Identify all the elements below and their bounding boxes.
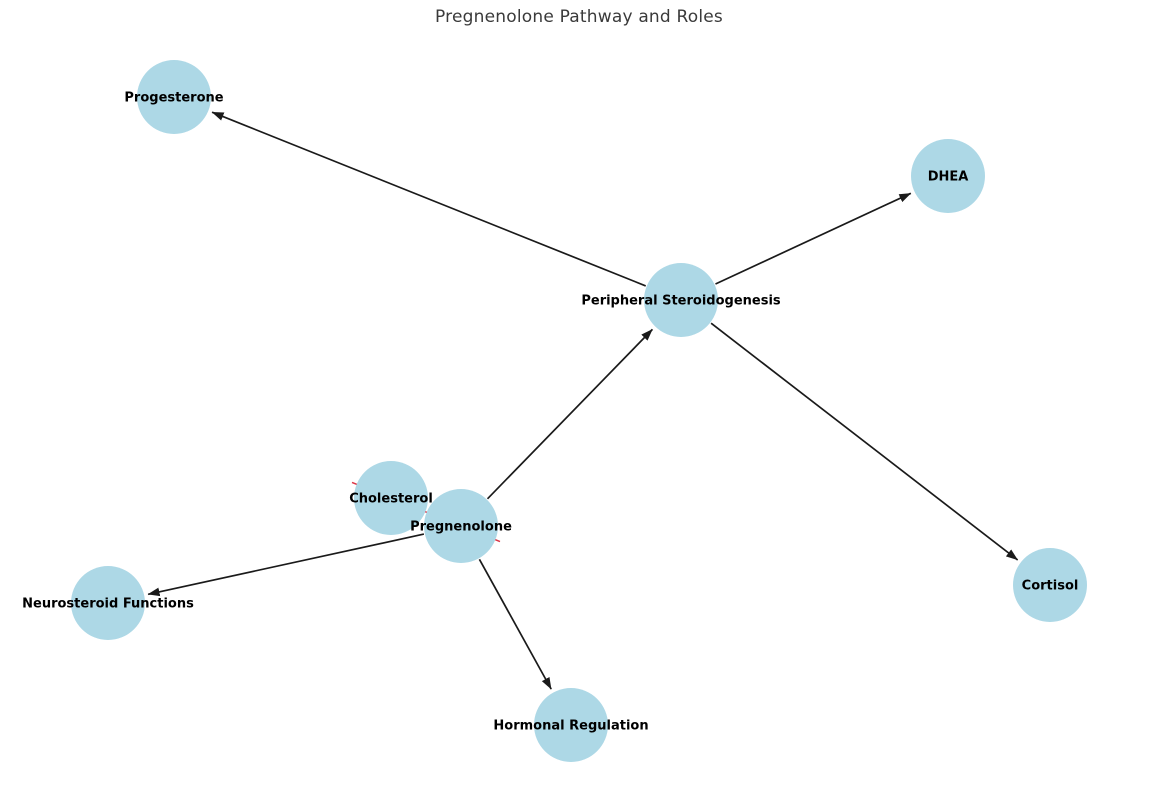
node-pregnenolone: [424, 489, 498, 563]
node-peripheral-steroidogenesis: [644, 263, 718, 337]
node-layer: [71, 60, 1087, 762]
node-label-peripheral-steroidogenesis: Peripheral Steroidogenesis: [581, 294, 781, 309]
edge-pregnenolone-peripheral-steroidogenesis: [486, 328, 654, 500]
node-hormonal-regulation: [534, 688, 608, 762]
node-label-cholesterol: Cholesterol: [349, 492, 433, 507]
edge-pregnenolone-hormonal-regulation: [478, 558, 552, 690]
edge-pregnenolone-neurosteroid-functions: [147, 533, 425, 597]
figure-title: Pregnenolone Pathway and Roles: [435, 7, 723, 27]
edge-peripheral-steroidogenesis-cortisol: [710, 322, 1019, 561]
node-dhea: [911, 139, 985, 213]
node-label-cortisol: Cortisol: [1022, 579, 1079, 594]
node-label-dhea: DHEA: [928, 170, 969, 185]
node-neurosteroid-functions: [71, 566, 145, 640]
edge-peripheral-steroidogenesis-dhea: [715, 192, 912, 285]
node-cholesterol: [354, 461, 428, 535]
node-label-neurosteroid-functions: Neurosteroid Functions: [22, 597, 194, 612]
edge-layer: [147, 111, 1019, 690]
node-cortisol: [1013, 548, 1087, 622]
node-label-pregnenolone: Pregnenolone: [410, 520, 512, 535]
node-label-hormonal-regulation: Hormonal Regulation: [493, 719, 648, 734]
node-label-progesterone: Progesterone: [124, 91, 223, 106]
node-progesterone: [137, 60, 211, 134]
edge-peripheral-steroidogenesis-progesterone: [211, 111, 647, 287]
